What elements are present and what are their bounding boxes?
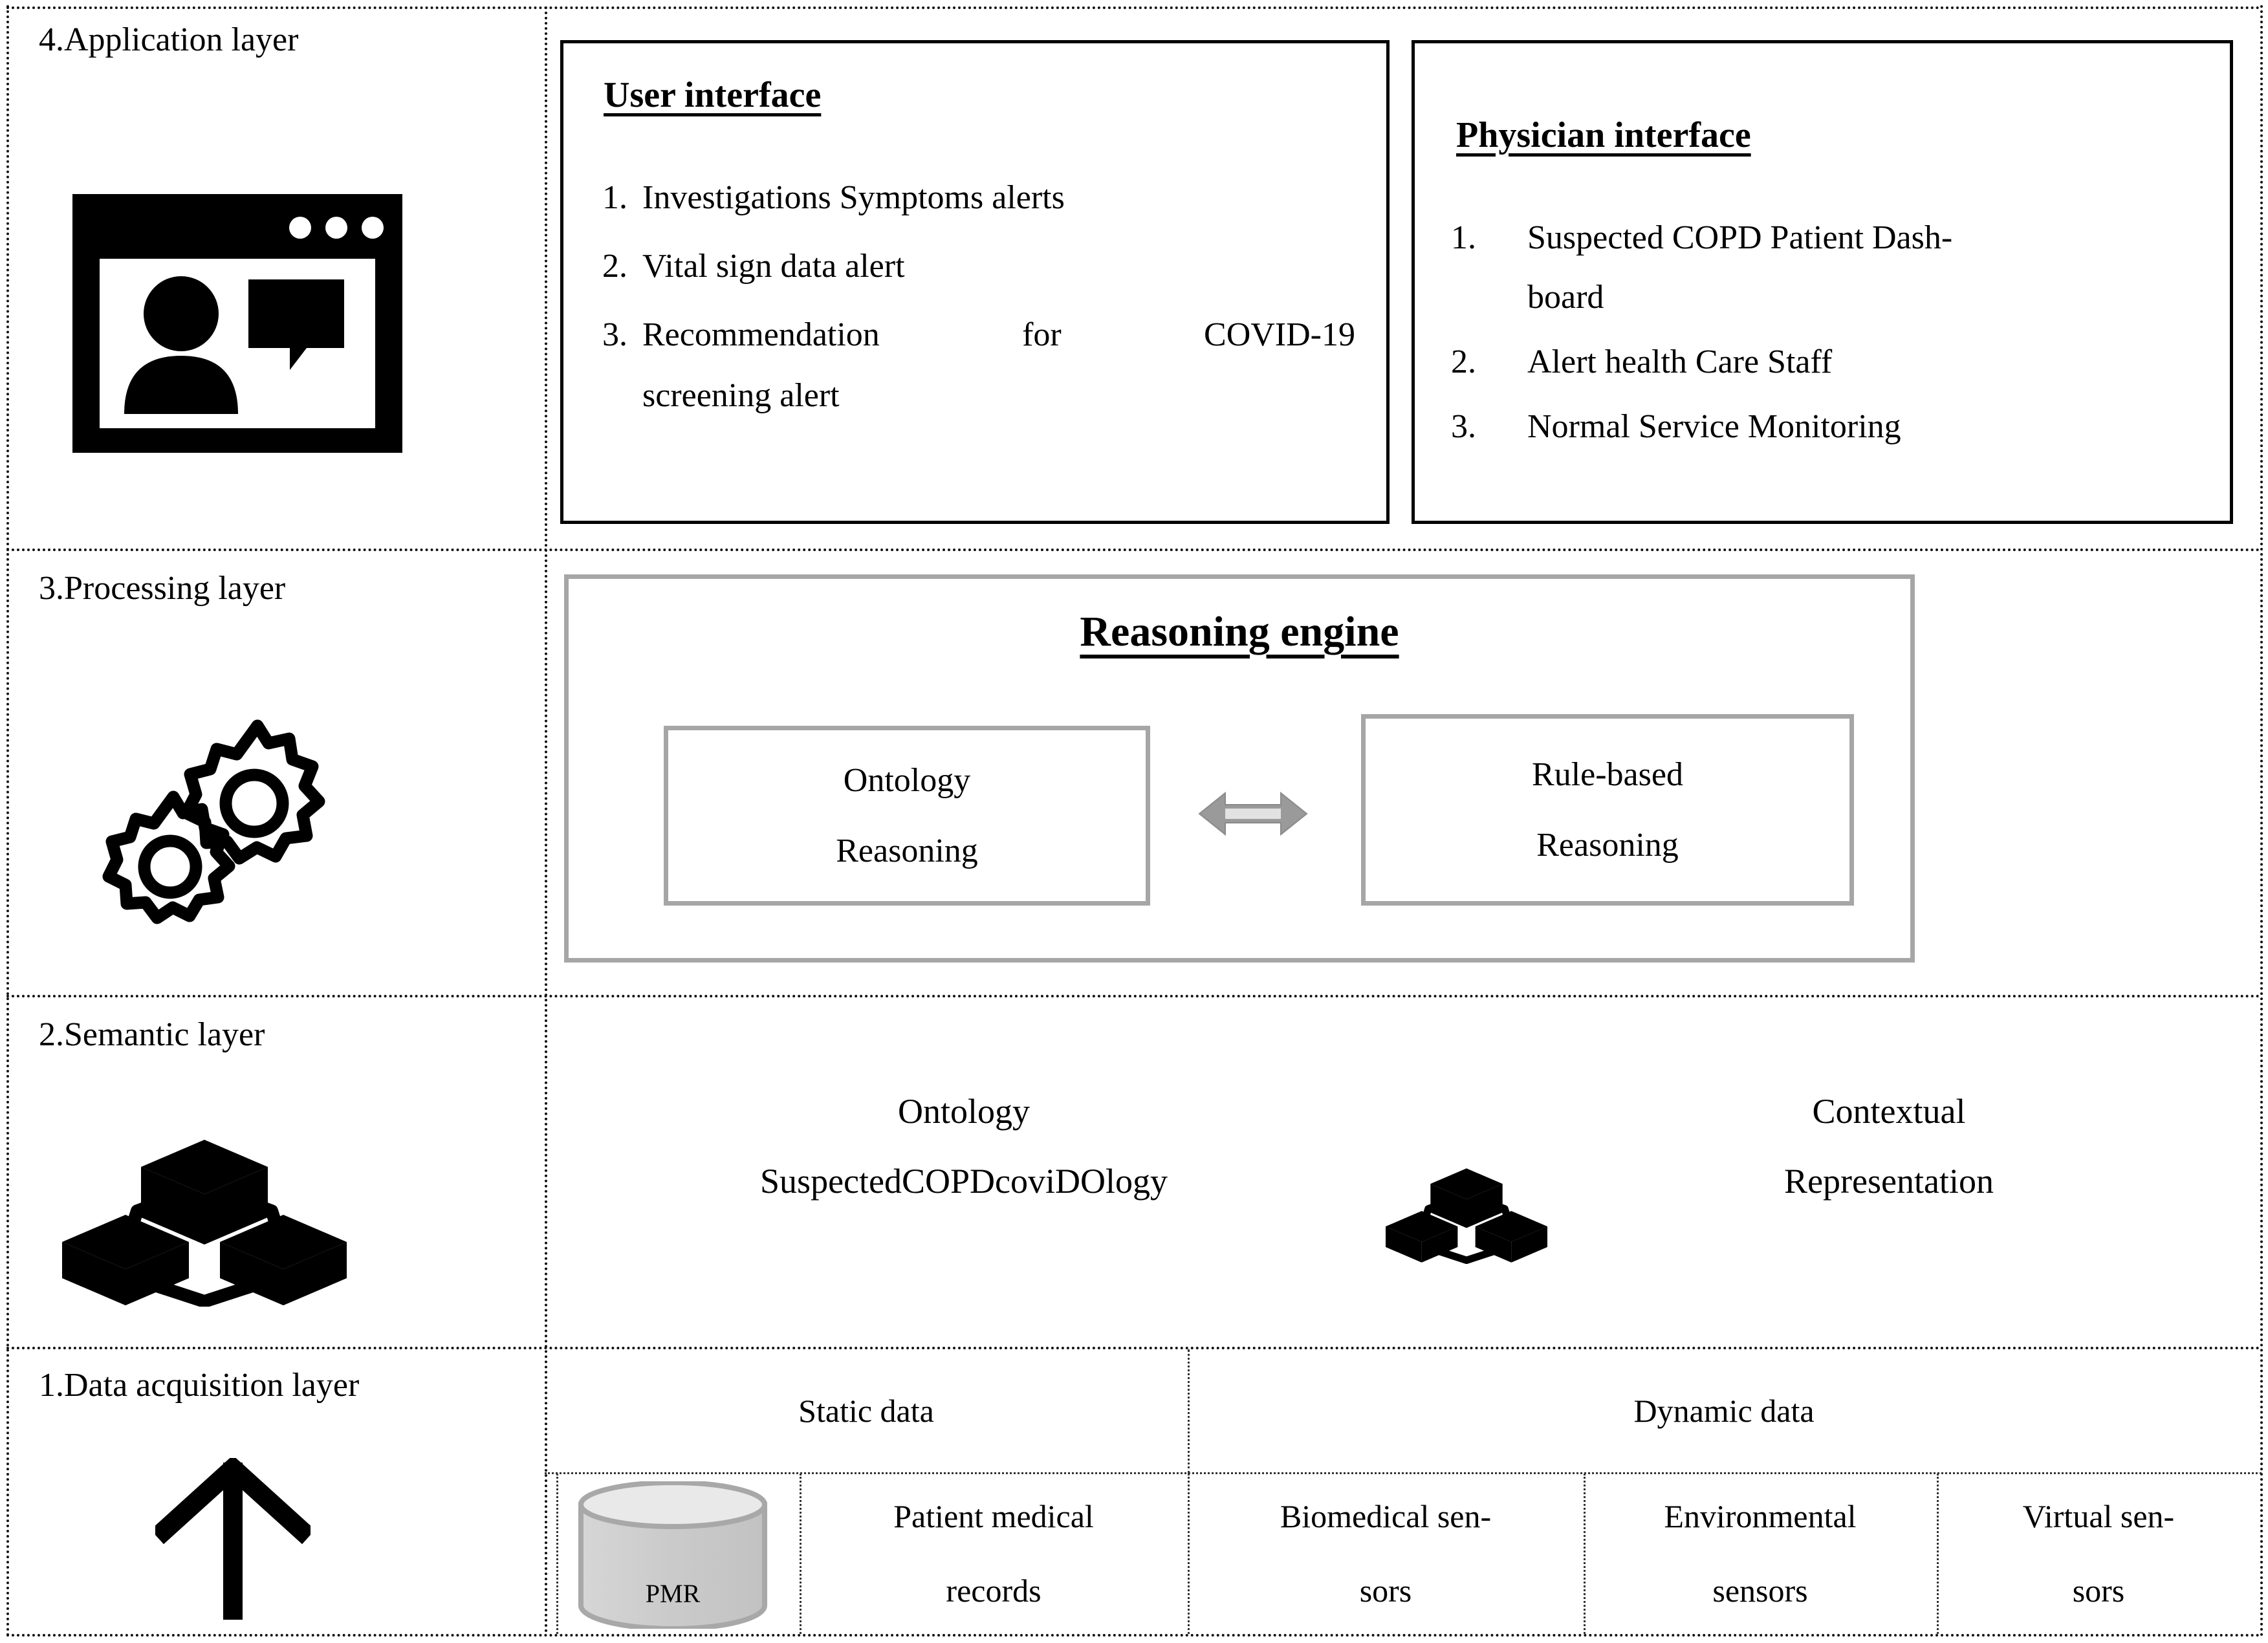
user-interface-list: 1. Investigations Symptoms alerts 2. Vit… bbox=[602, 173, 1355, 421]
list-item-text: Normal Service Monitoring bbox=[1527, 408, 1901, 445]
semantic-ontology-line1: Ontology bbox=[897, 1092, 1030, 1131]
source-patient-medical-records: Patient medical records bbox=[800, 1474, 1188, 1634]
layer-label-processing: 3.Processing layer bbox=[39, 570, 286, 607]
source-line1: Patient medical bbox=[893, 1498, 1094, 1534]
grid-divider-static-dynamic bbox=[1188, 1349, 1190, 1474]
pmr-database-cylinder: PMR bbox=[577, 1481, 769, 1629]
list-item-text: Vital sign data alert bbox=[642, 248, 905, 285]
source-biomedical-sensors: Biomedical sen- sors bbox=[1188, 1474, 1584, 1634]
grid-divider-source-1 bbox=[800, 1474, 801, 1634]
grid-divider-source-4 bbox=[1937, 1474, 1939, 1634]
list-item-text: Suspected COPD Patient Dash- bbox=[1527, 219, 1953, 256]
list-item-number: 2. bbox=[602, 248, 627, 285]
list-item: 2. Alert health Care Staff bbox=[1451, 337, 2208, 387]
list-item-number: 3. bbox=[1451, 408, 1476, 445]
gears-icon bbox=[91, 686, 362, 944]
list-item-text-continued: board bbox=[1527, 279, 1604, 316]
ontology-label-block: Ontology SuspectedCOPDcoviDOlogy bbox=[621, 1076, 1307, 1216]
grid-divider-source-2 bbox=[1188, 1474, 1190, 1634]
source-environmental-sensors: Environmental sensors bbox=[1584, 1474, 1937, 1634]
list-item-text: Investigations Symptoms alerts bbox=[642, 179, 1065, 216]
linked-cubes-icon bbox=[62, 1138, 347, 1307]
rule-based-reasoning-line1: Rule-based bbox=[1532, 756, 1683, 793]
list-item: 2. Vital sign data alert bbox=[602, 241, 1355, 292]
source-line1: Environmental bbox=[1664, 1498, 1857, 1534]
grid-divider-2-1 bbox=[6, 1347, 2262, 1349]
contextual-representation-block: Contextual Representation bbox=[1572, 1076, 2206, 1216]
list-item: 3. Recommendation for COVID-19 screening… bbox=[602, 310, 1355, 421]
source-virtual-sensors: Virtual sen- sors bbox=[1937, 1474, 2260, 1634]
semantic-ontology-line2: SuspectedCOPDcoviDOlogy bbox=[760, 1162, 1168, 1201]
source-line2: records bbox=[946, 1572, 1041, 1609]
category-dynamic-data: Dynamic data bbox=[1633, 1392, 1815, 1429]
grid-divider-3-2 bbox=[6, 995, 2262, 997]
layer-label-semantic: 2.Semantic layer bbox=[39, 1016, 265, 1053]
source-line2: sensors bbox=[1712, 1572, 1808, 1609]
source-line1: Virtual sen- bbox=[2022, 1498, 2175, 1534]
grid-border-bottom bbox=[6, 1634, 2262, 1637]
grid-divider-categories bbox=[545, 1472, 2262, 1474]
physician-interface-panel: Physician interface 1. Suspected COPD Pa… bbox=[1412, 40, 2233, 524]
list-item-number: 2. bbox=[1451, 343, 1476, 380]
rule-based-reasoning-box: Rule-based Reasoning bbox=[1361, 714, 1854, 906]
grid-divider-source-0 bbox=[556, 1474, 558, 1634]
grid-divider-label-column bbox=[545, 6, 547, 1634]
pmr-label: PMR bbox=[645, 1579, 701, 1608]
grid-border-top bbox=[6, 6, 2262, 9]
layer-label-data-acquisition: 1.Data acquisition layer bbox=[39, 1367, 360, 1404]
list-item-text-continued: screening alert bbox=[642, 377, 840, 414]
ontology-reasoning-line1: Ontology bbox=[843, 761, 971, 799]
list-item-number: 1. bbox=[1451, 219, 1476, 256]
list-item-number: 1. bbox=[602, 179, 627, 216]
list-item: 1. Suspected COPD Patient Dash- board bbox=[1451, 213, 2208, 323]
grid-border-left bbox=[6, 5, 9, 1638]
list-item-text: Recommendation for COVID-19 bbox=[642, 316, 1355, 353]
grid-border-right bbox=[2260, 5, 2263, 1638]
ontology-reasoning-box: Ontology Reasoning bbox=[664, 726, 1150, 906]
up-arrow-icon bbox=[155, 1458, 311, 1620]
user-interface-panel: User interface 1. Investigations Symptom… bbox=[560, 40, 1390, 524]
category-static-data: Static data bbox=[798, 1392, 934, 1429]
source-line2: sors bbox=[1359, 1572, 1412, 1609]
list-item: 1. Investigations Symptoms alerts bbox=[602, 173, 1355, 223]
reasoning-engine-title: Reasoning engine bbox=[1080, 608, 1399, 655]
source-line1: Biomedical sen- bbox=[1280, 1498, 1492, 1534]
grid-divider-source-3 bbox=[1584, 1474, 1586, 1634]
layer-label-application: 4.Application layer bbox=[39, 21, 299, 58]
list-item-number: 3. bbox=[602, 316, 627, 353]
list-item: 3. Normal Service Monitoring bbox=[1451, 402, 2208, 452]
window-user-chat-icon bbox=[72, 194, 402, 453]
physician-interface-list: 1. Suspected COPD Patient Dash- board 2.… bbox=[1451, 213, 2208, 452]
list-item-text: Alert health Care Staff bbox=[1527, 343, 1833, 380]
user-interface-title: User interface bbox=[604, 75, 822, 115]
double-headed-arrow-icon bbox=[1198, 787, 1308, 841]
semantic-contextual-line2: Representation bbox=[1784, 1162, 1994, 1201]
rule-based-reasoning-line2: Reasoning bbox=[1536, 827, 1679, 864]
ontology-reasoning-line2: Reasoning bbox=[836, 832, 978, 869]
source-line2: sors bbox=[2072, 1572, 2125, 1609]
semantic-contextual-line1: Contextual bbox=[1812, 1092, 1966, 1131]
linked-cubes-icon bbox=[1386, 1167, 1547, 1264]
grid-divider-4-3 bbox=[6, 549, 2262, 551]
physician-interface-title: Physician interface bbox=[1456, 115, 1751, 155]
